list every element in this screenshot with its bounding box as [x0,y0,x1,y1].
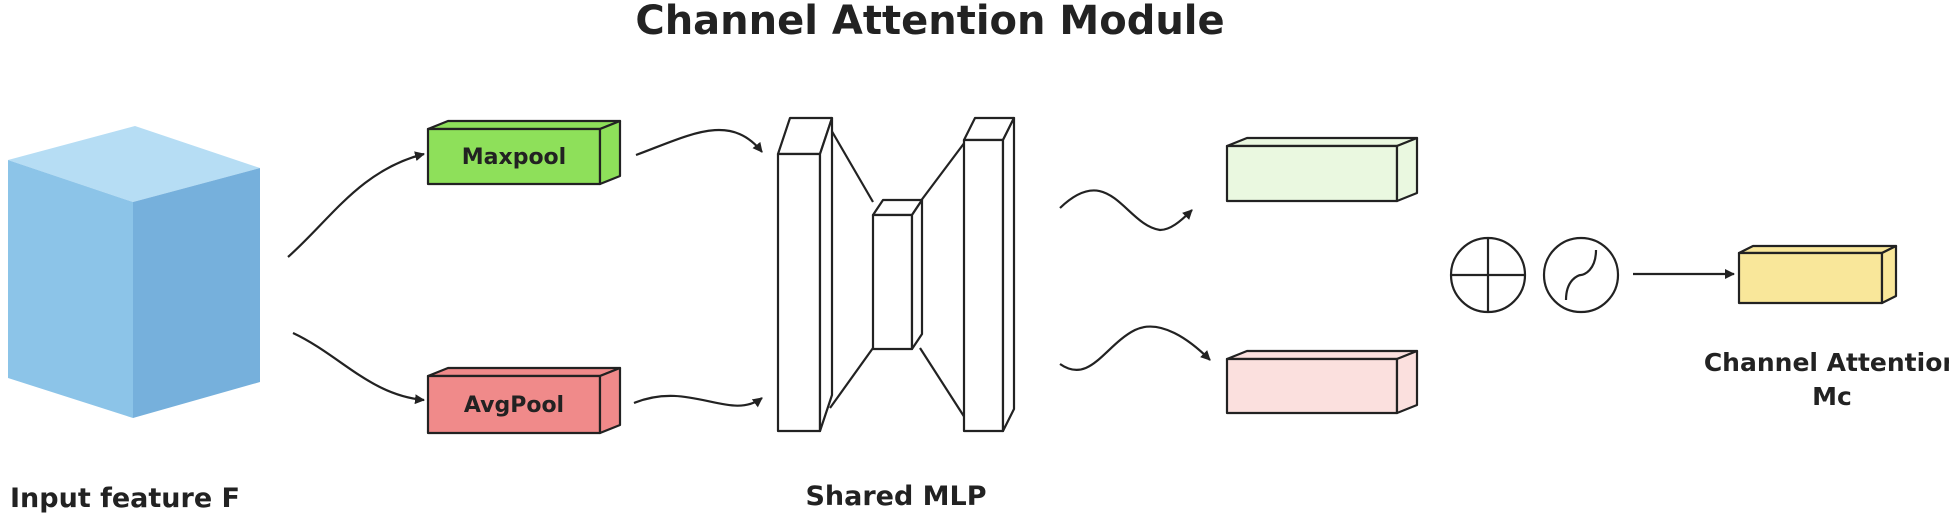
mlp-right-layer-side [1001,116,1016,433]
cube-front-face [8,160,133,418]
maxpool-top [426,119,622,131]
avg-output-top [1225,349,1419,361]
max-output-top [1225,136,1419,148]
edge-input-to-maxpool [287,151,425,258]
max-output-vector [1225,136,1419,203]
mlp-left-layer [776,152,822,433]
avg-output-front [1225,357,1399,415]
shared-mlp-label: Shared MLP [805,481,986,512]
avgpool-side [598,366,622,435]
mlp-connector-bottom-right [919,347,966,419]
plus-circle-icon [1449,236,1527,314]
edge-maxpool-to-mlp [635,128,763,157]
avgpool-box: AvgPool [426,366,622,435]
mlp-hidden-layer [871,213,914,351]
input-feature-cube [8,126,260,418]
avgpool-top [426,366,622,378]
edge-mlp-to-max-output [1059,189,1193,232]
maxpool-side [598,119,622,186]
attention-front [1737,251,1884,305]
edge-mlp-to-avg-output [1059,325,1211,372]
mlp-connector-top-left [829,127,874,203]
channel-attention-label-mc: Mc [1812,382,1852,411]
shared-mlp-block [776,116,1016,433]
max-output-side [1395,136,1419,203]
channel-attention-vector [1737,244,1898,305]
cube-top-face [8,126,260,202]
maxpool-label: Maxpool [462,145,566,170]
mlp-left-layer-side [818,116,834,433]
diagram-title: Channel Attention Module [635,0,1224,44]
edge-avgpool-to-mlp [633,394,763,408]
maxpool-box: Maxpool [426,119,622,186]
avg-output-side [1395,349,1419,415]
channel-attention-label: Channel Attention [1704,348,1949,377]
edge-input-to-avgpool [292,332,425,405]
avg-output-vector [1225,349,1419,415]
attention-side [1880,244,1898,305]
sigmoid-icon [1542,236,1620,314]
mlp-hidden-layer-side [910,198,924,351]
max-output-front [1225,144,1399,203]
input-feature-label: Input feature F [10,483,240,514]
cube-side-face [133,168,260,418]
mlp-right-layer [962,138,1005,433]
avgpool-label: AvgPool [464,393,564,418]
mlp-connector-bottom-left [829,347,874,409]
mlp-connector-top-right [919,141,966,203]
avgpool-front [426,374,602,435]
